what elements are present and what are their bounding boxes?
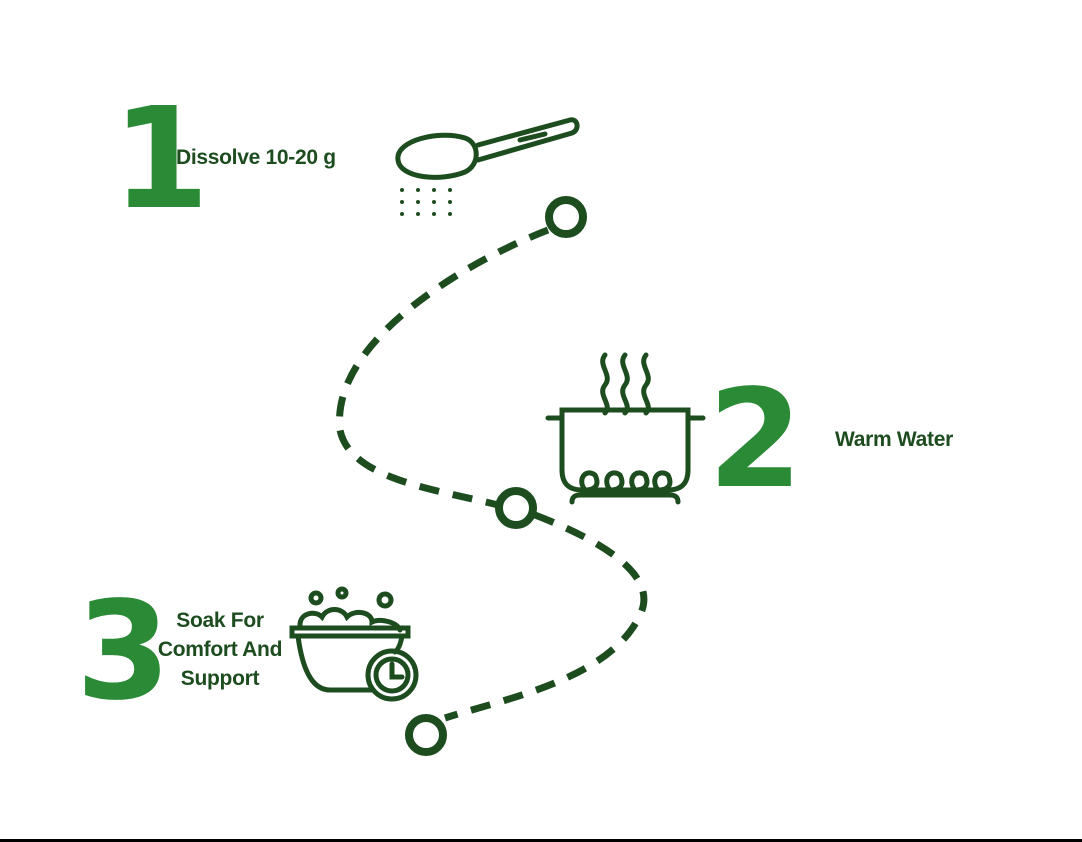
step-3-number: 3 <box>76 573 171 731</box>
spoon-salt-icon <box>395 117 580 216</box>
step-3-label-line: Soak For <box>176 609 264 632</box>
path-node-3 <box>405 714 447 756</box>
step-2-label: Warm Water <box>835 428 953 451</box>
step-1-label: Dissolve 10-20 g <box>176 146 336 169</box>
path-node-1 <box>545 196 587 238</box>
step-3-label-line: Support <box>180 667 260 690</box>
step-2-number: 2 <box>708 361 803 519</box>
path-node-2 <box>495 487 537 529</box>
cooking-pot-icon <box>545 352 706 505</box>
bottom-border <box>0 839 1082 842</box>
step-1-number: 1 <box>112 78 210 241</box>
dashed-path <box>336 226 648 722</box>
basin-clock-icon <box>289 586 419 702</box>
step-3-label: Soak For Comfort And Support <box>150 606 290 693</box>
step-3-label-line: Comfort And <box>157 638 283 661</box>
